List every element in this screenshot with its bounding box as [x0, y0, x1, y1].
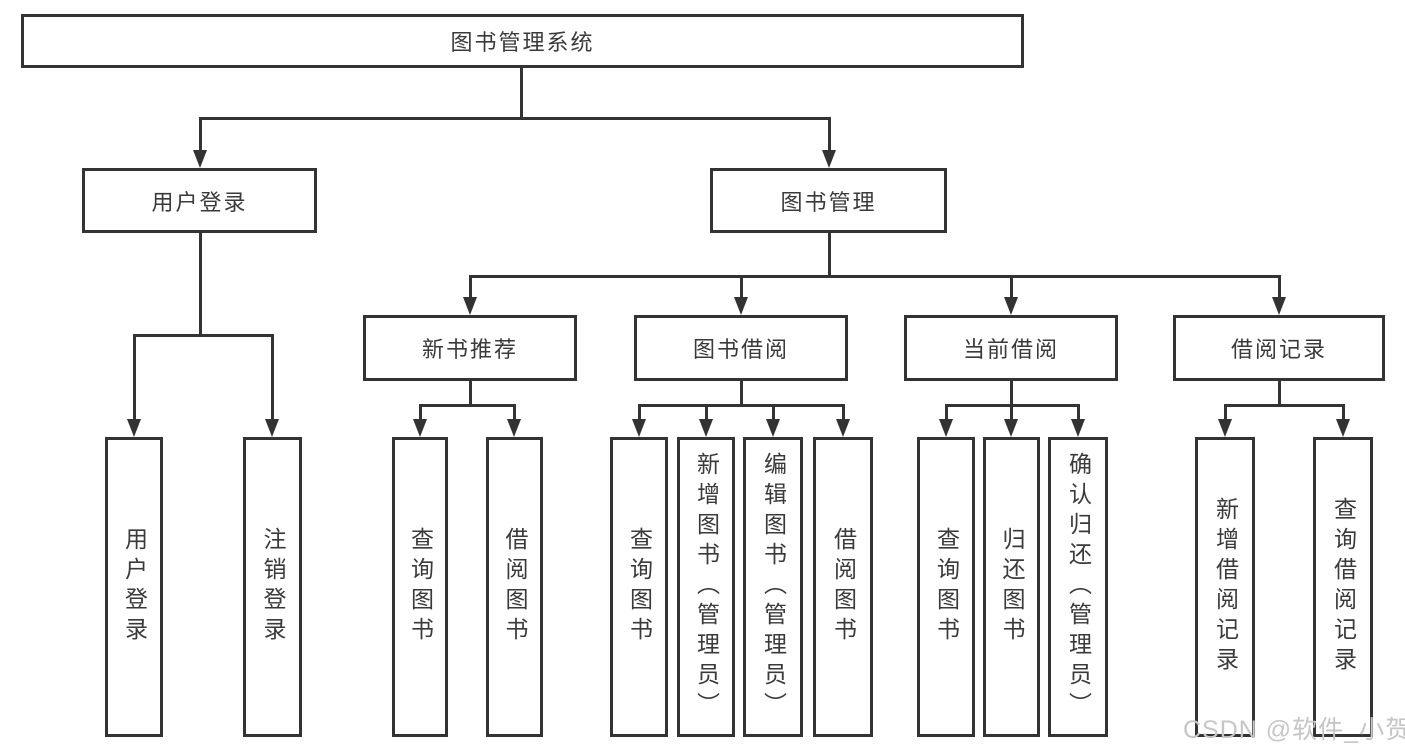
- connector-line: [469, 276, 472, 297]
- connector-line: [1010, 381, 1013, 405]
- connector-line: [419, 405, 422, 419]
- connector-line: [842, 405, 845, 419]
- connector-line: [1224, 405, 1227, 419]
- connector-line: [199, 117, 831, 120]
- node-label: 当前借阅: [962, 337, 1059, 362]
- node-label: 查询图书: [933, 527, 960, 647]
- connector-line: [1278, 381, 1281, 405]
- arrowhead-down-icon: [1004, 419, 1018, 437]
- arrowhead-down-icon: [1071, 419, 1085, 437]
- connector-line: [1010, 276, 1013, 297]
- node-label: 图书管理系统: [450, 30, 595, 55]
- connector-line: [740, 276, 743, 297]
- leaf-query-books-1: 查询图书: [392, 437, 448, 737]
- node-label: 用户登录: [121, 527, 148, 647]
- arrowhead-down-icon: [463, 297, 477, 315]
- connector-line: [1077, 405, 1080, 419]
- node-current-borrow: 当前借阅: [904, 315, 1118, 381]
- connector-line: [638, 404, 845, 407]
- connector-line: [1342, 405, 1345, 419]
- leaf-borrow-books-1: 借阅图书: [486, 437, 543, 737]
- leaf-query-books-2: 查询图书: [610, 437, 668, 737]
- node-library-management-system: 图书管理系统: [21, 14, 1024, 68]
- connector-line: [271, 335, 274, 419]
- arrowhead-down-icon: [822, 150, 836, 168]
- connector-line: [513, 405, 516, 419]
- node-book-management: 图书管理: [710, 168, 947, 233]
- arrowhead-down-icon: [632, 419, 646, 437]
- arrowhead-down-icon: [699, 419, 713, 437]
- arrowhead-down-icon: [1218, 419, 1232, 437]
- connector-line: [740, 381, 743, 405]
- arrowhead-down-icon: [413, 419, 427, 437]
- arrowhead-down-icon: [734, 297, 748, 315]
- connector-line: [1224, 404, 1345, 407]
- node-label: 用户登录: [151, 189, 248, 215]
- connector-line: [1278, 276, 1281, 297]
- arrowhead-down-icon: [1004, 297, 1018, 315]
- connector-line: [945, 405, 948, 419]
- node-label: 新书推荐: [421, 337, 518, 362]
- connector-line: [705, 405, 708, 419]
- leaf-logout: 注销登录: [243, 437, 302, 737]
- leaf-return-book: 归还图书: [983, 437, 1040, 737]
- leaf-user-login: 用户登录: [105, 437, 163, 737]
- node-label: 查询图书: [407, 527, 434, 647]
- node-label: 确认归还（管理员）: [1065, 452, 1092, 722]
- node-label: 编辑图书（管理员）: [760, 452, 787, 722]
- connector-line: [199, 118, 202, 150]
- node-label: 借阅记录: [1230, 337, 1327, 362]
- node-label: 归还图书: [999, 527, 1025, 647]
- arrowhead-down-icon: [193, 150, 207, 168]
- connector-line: [1010, 405, 1013, 419]
- connector-line: [772, 405, 775, 419]
- leaf-query-books-3: 查询图书: [917, 437, 975, 737]
- connector-line: [520, 68, 523, 118]
- connector-line: [469, 381, 472, 405]
- connector-line: [828, 118, 831, 150]
- connector-line: [638, 405, 641, 419]
- arrowhead-down-icon: [265, 419, 279, 437]
- node-label: 新增图书（管理员）: [693, 452, 720, 722]
- connector-line: [133, 335, 136, 419]
- connector-line: [199, 233, 202, 335]
- leaf-add-borrow-record: 新增借阅记录: [1195, 437, 1255, 737]
- node-label: 借阅图书: [830, 527, 857, 647]
- node-label: 查询图书: [626, 527, 653, 647]
- node-label: 新增借阅记录: [1212, 497, 1239, 677]
- node-label: 图书借阅: [692, 337, 789, 362]
- arrowhead-down-icon: [836, 419, 850, 437]
- leaf-query-borrow-record: 查询借阅记录: [1313, 437, 1373, 737]
- csdn-watermark: CSDN @软件_小贺同学: [1183, 716, 1405, 744]
- arrowhead-down-icon: [127, 419, 141, 437]
- arrowhead-down-icon: [1272, 297, 1286, 315]
- node-new-book-recommend: 新书推荐: [363, 315, 577, 381]
- connector-line: [469, 275, 1281, 278]
- leaf-confirm-return-admin: 确认归还（管理员）: [1048, 437, 1108, 737]
- node-label: 借阅图书: [502, 527, 528, 647]
- arrowhead-down-icon: [766, 419, 780, 437]
- connector-line: [828, 233, 831, 276]
- arrowhead-down-icon: [939, 419, 953, 437]
- node-user-login: 用户登录: [82, 168, 317, 233]
- node-borrow-records: 借阅记录: [1173, 315, 1385, 381]
- leaf-add-book-admin: 新增图书（管理员）: [677, 437, 735, 737]
- leaf-borrow-books-2: 借阅图书: [813, 437, 873, 737]
- leaf-edit-book-admin: 编辑图书（管理员）: [743, 437, 803, 737]
- connector-line: [419, 404, 516, 407]
- node-label: 图书管理: [780, 189, 877, 215]
- node-label: 查询借阅记录: [1330, 497, 1357, 677]
- node-label: 注销登录: [260, 527, 286, 647]
- arrowhead-down-icon: [1336, 419, 1350, 437]
- node-book-borrow: 图书借阅: [634, 315, 848, 381]
- connector-line: [133, 334, 274, 337]
- arrowhead-down-icon: [507, 419, 521, 437]
